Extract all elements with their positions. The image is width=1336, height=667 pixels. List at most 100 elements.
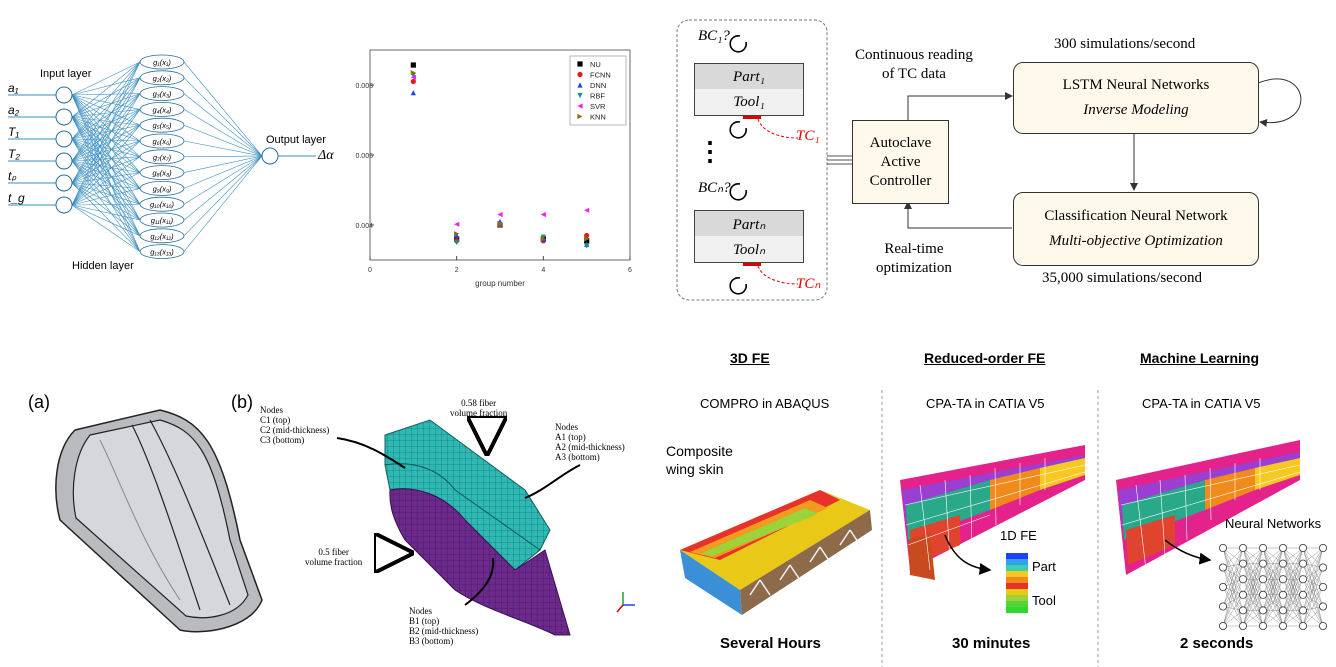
- mini-nn-edge: [1222, 547, 1244, 607]
- mini-nn-edge: [1282, 579, 1304, 627]
- mini-nn-node: [1299, 590, 1308, 599]
- mini-nn-edge: [1262, 579, 1284, 627]
- nn-hidden-label: g₉(x₉): [153, 184, 172, 193]
- panel-a: (a): [0, 380, 320, 667]
- nn-edge: [71, 77, 141, 140]
- nn-edge: [71, 77, 141, 184]
- shell-model: [55, 409, 263, 633]
- nn-hidden-node: [139, 165, 185, 181]
- mini-nn-node: [1219, 602, 1227, 611]
- classification-box: Classification Neural Network Multi-obje…: [1013, 192, 1259, 266]
- rom-1dfe-label: 1D FE: [1000, 528, 1037, 543]
- data-point: [410, 74, 416, 80]
- mini-nn-node: [1279, 559, 1288, 568]
- fe3d-subtitle: COMPRO in ABAQUS: [700, 396, 830, 411]
- mini-nn-edge: [1222, 606, 1244, 627]
- nodes-a-label: Nodes A1 (top) A2 (mid-thickness) A3 (bo…: [555, 422, 625, 462]
- ml-subtitle: CPA-TA in CATIA V5: [1142, 396, 1261, 411]
- nn-edge: [71, 116, 141, 142]
- classification-sub: Multi-objective Optimization: [1049, 233, 1223, 249]
- nn-edge: [183, 77, 263, 157]
- fe3d-wing-line-1: Composite: [666, 443, 733, 459]
- rom-tool-label: Tool: [1032, 593, 1056, 608]
- wing-skin-3d: [680, 490, 872, 615]
- hidden-layer-label: Hidden layer: [72, 260, 134, 272]
- nn-hidden-node: [139, 54, 185, 70]
- rom-part-label: Part: [1032, 559, 1056, 574]
- mini-nn-node: [1219, 583, 1227, 592]
- mini-nn-node: [1238, 590, 1247, 599]
- mini-nn-edge: [1222, 586, 1244, 611]
- nn-edge: [71, 61, 141, 118]
- nn-edge: [183, 109, 263, 157]
- nn-edge: [183, 140, 263, 157]
- y-tick-label: 0.008: [355, 83, 373, 90]
- mini-nn-node: [1259, 559, 1268, 568]
- controller-line-2: Active: [880, 153, 921, 170]
- mini-nn-edge: [1302, 567, 1324, 611]
- nodes-a-line-3: A2 (mid-thickness): [555, 442, 625, 452]
- fiber-05-line-2: volume fraction: [305, 557, 363, 567]
- nn-hidden-label: g₈(x₈): [152, 169, 172, 178]
- mini-nn-edge: [1302, 547, 1324, 627]
- data-point: [577, 82, 583, 88]
- data-point: [410, 62, 416, 68]
- mini-nn-edge: [1302, 547, 1324, 595]
- mini-nn-edge: [1302, 567, 1324, 627]
- nodes-c-line-3: C2 (mid-thickness): [260, 425, 330, 435]
- nn-edge: [71, 93, 141, 162]
- nn-edge: [71, 93, 141, 118]
- rom-time: 30 minutes: [952, 635, 1031, 652]
- nn-edge: [71, 61, 141, 96]
- nn-edge: [71, 204, 141, 252]
- mini-nn-edge: [1302, 606, 1324, 627]
- x-tick-label: 2: [455, 267, 459, 274]
- nn-edge: [71, 61, 141, 162]
- data-point: [584, 232, 590, 239]
- nodes-c-line-2: C1 (top): [260, 415, 291, 425]
- panel-a-label: (a): [28, 392, 50, 412]
- mini-nn-edge: [1282, 563, 1304, 627]
- data-point: [454, 221, 460, 227]
- nn-hidden-node: [139, 149, 185, 165]
- nn-hidden-label: g₅(x₅): [153, 121, 172, 130]
- nodes-c-label: Nodes C1 (top) C2 (mid-thickness) C3 (bo…: [260, 405, 329, 445]
- nn-edge: [71, 116, 141, 158]
- panel-b-label: (b): [231, 392, 253, 412]
- fiber-05-label: 0.5 fiber volume fraction: [305, 547, 362, 567]
- x-tick-label: 6: [628, 267, 632, 274]
- mini-nn-edge: [1222, 579, 1244, 627]
- nn-edge: [71, 94, 141, 110]
- mini-nn-edge: [1242, 547, 1264, 580]
- mini-nn-edge: [1242, 563, 1264, 627]
- nn-hidden-label: g₁(x₁): [153, 58, 171, 67]
- controller-line-3: Controller: [869, 172, 932, 189]
- legend-entry: FCNN: [577, 71, 611, 80]
- mini-nn-edge: [1242, 610, 1264, 627]
- mini-nn-edge: [1222, 610, 1244, 627]
- mini-nn-edge: [1302, 586, 1324, 627]
- nodes-a-line-1: Nodes: [555, 422, 578, 432]
- partn-label: Partₙ: [732, 216, 766, 233]
- ml-nn-label: Neural Networks: [1225, 516, 1322, 531]
- nn-edge: [71, 93, 141, 184]
- x-axis-label: group number: [475, 279, 525, 288]
- nn-hidden-label: g₃(x₃): [153, 90, 172, 99]
- mini-nn-edge: [1302, 547, 1324, 607]
- legend-label: SVR: [590, 102, 606, 111]
- rom-subtitle: CPA-TA in CATIA V5: [926, 396, 1045, 411]
- mini-nn-node: [1299, 544, 1308, 552]
- mini-nn-node: [1299, 606, 1308, 615]
- nn-hidden-node: [139, 133, 185, 149]
- mini-nn-edge: [1222, 563, 1244, 607]
- nn-edge: [71, 203, 141, 206]
- nn-edge: [71, 116, 141, 126]
- data-point: [454, 232, 460, 239]
- nn-edge: [71, 156, 141, 206]
- controller-line-1: Autoclave: [869, 134, 932, 151]
- mini-nn-edge: [1302, 586, 1324, 611]
- nn-edge: [71, 77, 141, 118]
- nn-edge: [183, 93, 263, 157]
- nn-input-label: T₁: [8, 125, 19, 139]
